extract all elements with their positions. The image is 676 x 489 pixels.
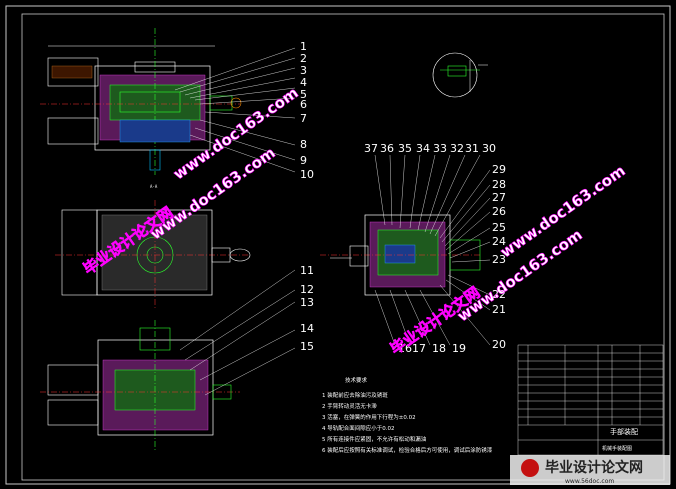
part-label: 25 [492,221,506,234]
part-label: 6 [300,98,307,111]
part-label: 12 [300,283,314,296]
part-label: 30 [482,142,496,155]
svg-text:A-A: A-A [150,184,158,189]
part-labels-right: 37 36 35 34 33 32 31 30 29 28 27 26 25 2… [364,142,506,355]
front-view-assembly [40,320,240,450]
part-label: 18 [432,342,446,355]
part-label: 27 [492,191,506,204]
leader-lines-left [174,47,296,396]
part-label: 11 [300,264,314,277]
part-label: 9 [300,154,307,167]
part-label: 4 [300,76,307,89]
part-label: 24 [492,235,506,248]
part-label: 31 [465,142,479,155]
part-label: 7 [300,112,307,125]
part-label: 20 [492,338,506,351]
part-label: 23 [492,253,506,266]
part-label: 14 [300,322,314,335]
part-label: 1 [300,40,307,53]
part-label: 8 [300,138,307,151]
footer-brand: 毕业设计论文网 [545,459,643,476]
part-labels-left: 1 2 3 4 5 6 7 8 9 10 11 12 13 14 15 [300,40,314,353]
part-label: 28 [492,178,506,191]
side-view-assembly [55,200,251,310]
part-label: 3 [300,64,307,77]
part-label: 37 [364,142,378,155]
part-label: 21 [492,303,506,316]
part-label: 5 [300,88,307,101]
tech-requirement: 3 活塞，在弹簧的作用下行程为±0.02 [322,413,416,421]
footer-watermark: 毕业设计论文网 www.56doc.com [510,455,670,485]
top-view-assembly: A-A [40,28,242,189]
title-block-subtitle: 机械手装配图 [602,445,632,452]
leader-lines-right [374,154,491,346]
title-block-name: 手部装配 [610,427,638,436]
part-label: 17 [412,342,426,355]
tech-requirements-title: 技术要求 [345,376,368,384]
tech-requirement: 6 装配后应按照有关标准调试，检验合格后方可使用，调试后涂防锈漆 [322,446,493,454]
tech-requirements: 技术要求 1 装配前应去除油污及锈斑 2 手臂转动灵活无卡滞 3 活塞，在弹簧的… [322,376,493,454]
right-assembly [320,214,481,296]
footer-url: www.56doc.com [565,478,614,485]
part-label: 35 [398,142,412,155]
title-block [517,344,664,456]
part-label: 29 [492,163,506,176]
tech-requirement: 5 所有连接件应紧固，不允许有松动和漏油 [322,435,427,443]
tech-requirement: 4 导轨配合面间隙应小于0.02 [322,424,395,432]
part-label: 22 [492,288,506,301]
part-label: 13 [300,296,314,309]
part-label: 33 [433,142,447,155]
part-label: 16 [398,342,412,355]
part-label: 34 [416,142,430,155]
part-label: 2 [300,52,307,65]
part-label: 19 [452,342,466,355]
detail-view [432,52,488,98]
tech-requirement: 2 手臂转动灵活无卡滞 [322,402,377,410]
part-label: 10 [300,168,314,181]
part-label: 15 [300,340,314,353]
part-label: 26 [492,205,506,218]
part-label: 36 [380,142,394,155]
tech-requirement: 1 装配前应去除油污及锈斑 [322,391,388,399]
part-label: 32 [450,142,464,155]
